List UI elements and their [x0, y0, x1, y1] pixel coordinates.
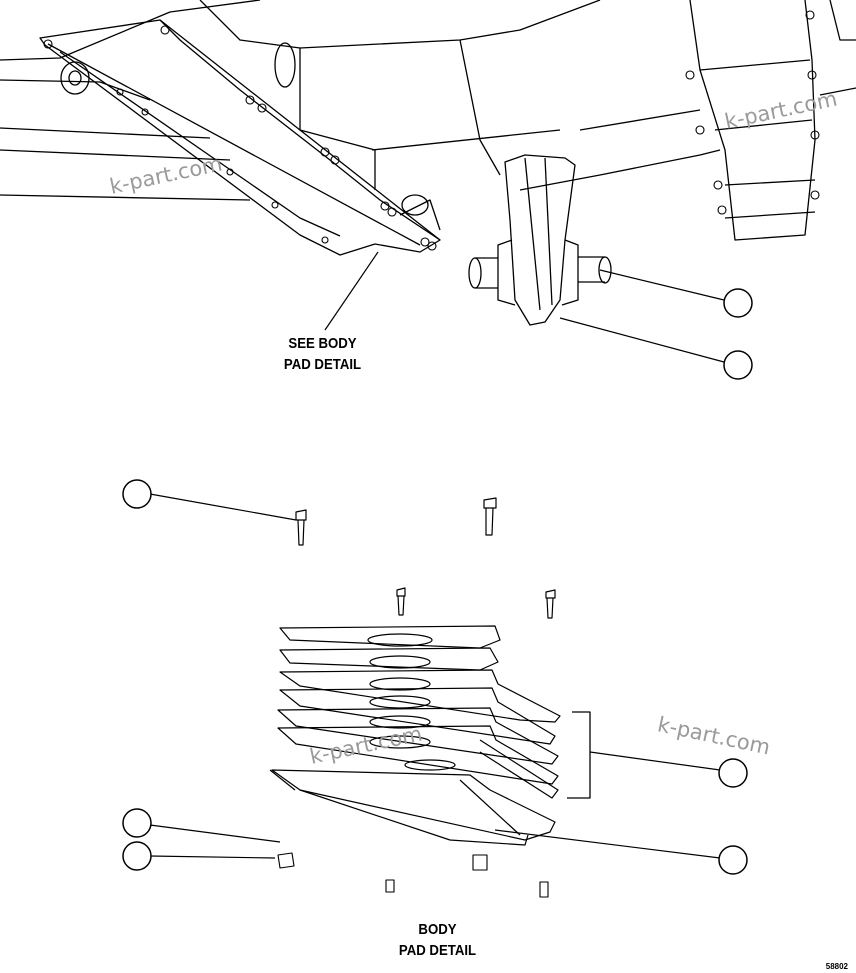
body-pad-detail-label: BODY PAD DETAIL — [387, 919, 488, 961]
drawing-code: 58802 — [825, 962, 848, 971]
body-pad-detail — [149, 493, 721, 898]
callout-balloon — [122, 808, 152, 838]
frame-rail-illustration — [0, 0, 856, 326]
leader-lines-top — [324, 251, 725, 363]
see-body-pad-detail-label: SEE BODY PAD DETAIL — [272, 333, 373, 375]
callout-balloons — [122, 288, 753, 875]
see-body-label-line2: PAD DETAIL — [283, 356, 362, 373]
callout-balloon — [122, 841, 152, 871]
nut-hardware — [277, 852, 549, 898]
callout-balloon — [723, 350, 753, 380]
callout-balloon — [122, 479, 152, 509]
callout-balloon — [718, 758, 748, 788]
body-label-line2: PAD DETAIL — [398, 942, 477, 959]
shim-plates — [269, 625, 561, 846]
callout-balloon — [723, 288, 753, 318]
callout-balloon — [718, 845, 748, 875]
see-body-label-line1: SEE BODY — [288, 335, 357, 352]
body-label-line1: BODY — [418, 921, 457, 938]
leader-lines-bottom — [149, 493, 721, 859]
bolt-hardware — [295, 497, 556, 619]
